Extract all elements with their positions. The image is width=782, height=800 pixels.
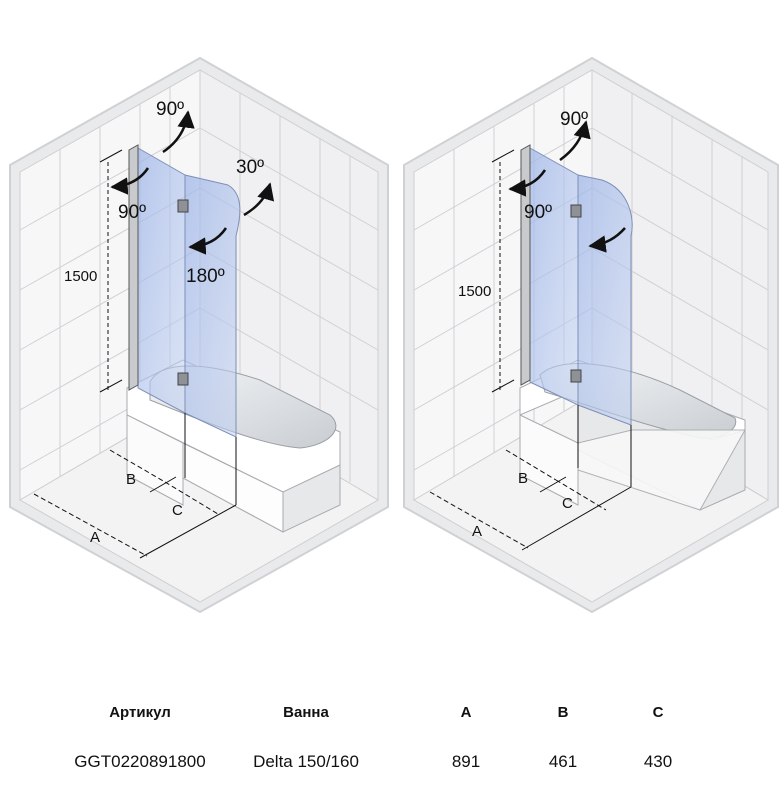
cell-c: 430: [643, 752, 673, 771]
header-a: A: [460, 704, 472, 721]
dim-label-a: A: [472, 523, 482, 540]
header-article: Артикул: [109, 704, 171, 721]
header-b: B: [557, 704, 569, 721]
angle-label: 90º: [524, 202, 552, 223]
dim-label-c: C: [562, 495, 573, 512]
cell-a: 891: [451, 752, 481, 771]
diagram-left-labels: 1500 90º 90º 30º 180º A B C: [64, 99, 264, 546]
header-bath: Ванна: [283, 704, 329, 721]
diagram-right: [403, 56, 779, 614]
dim-label-b: B: [126, 471, 136, 488]
cell-bath: Delta 150/160: [253, 752, 359, 771]
angle-label: 90º: [156, 99, 184, 120]
angle-label: 30º: [236, 157, 264, 178]
angle-label: 90º: [560, 109, 588, 130]
height-label: 1500: [64, 268, 97, 285]
angle-label: 90º: [118, 202, 146, 223]
angle-label: 180º: [186, 266, 225, 287]
height-label: 1500: [458, 283, 491, 300]
diagram-right-labels: 1500 90º 90º A B C: [458, 109, 588, 540]
diagram-left: [9, 56, 389, 614]
cell-b: 461: [548, 752, 578, 771]
shower-screen-diagrams: 1500 90º 90º 30º 180º A B C: [9, 56, 779, 614]
dim-label-c: C: [172, 502, 183, 519]
dim-label-b: B: [518, 470, 528, 487]
cell-article: GGT0220891800: [74, 752, 206, 771]
header-c: C: [652, 704, 664, 721]
dim-label-a: A: [90, 529, 100, 546]
